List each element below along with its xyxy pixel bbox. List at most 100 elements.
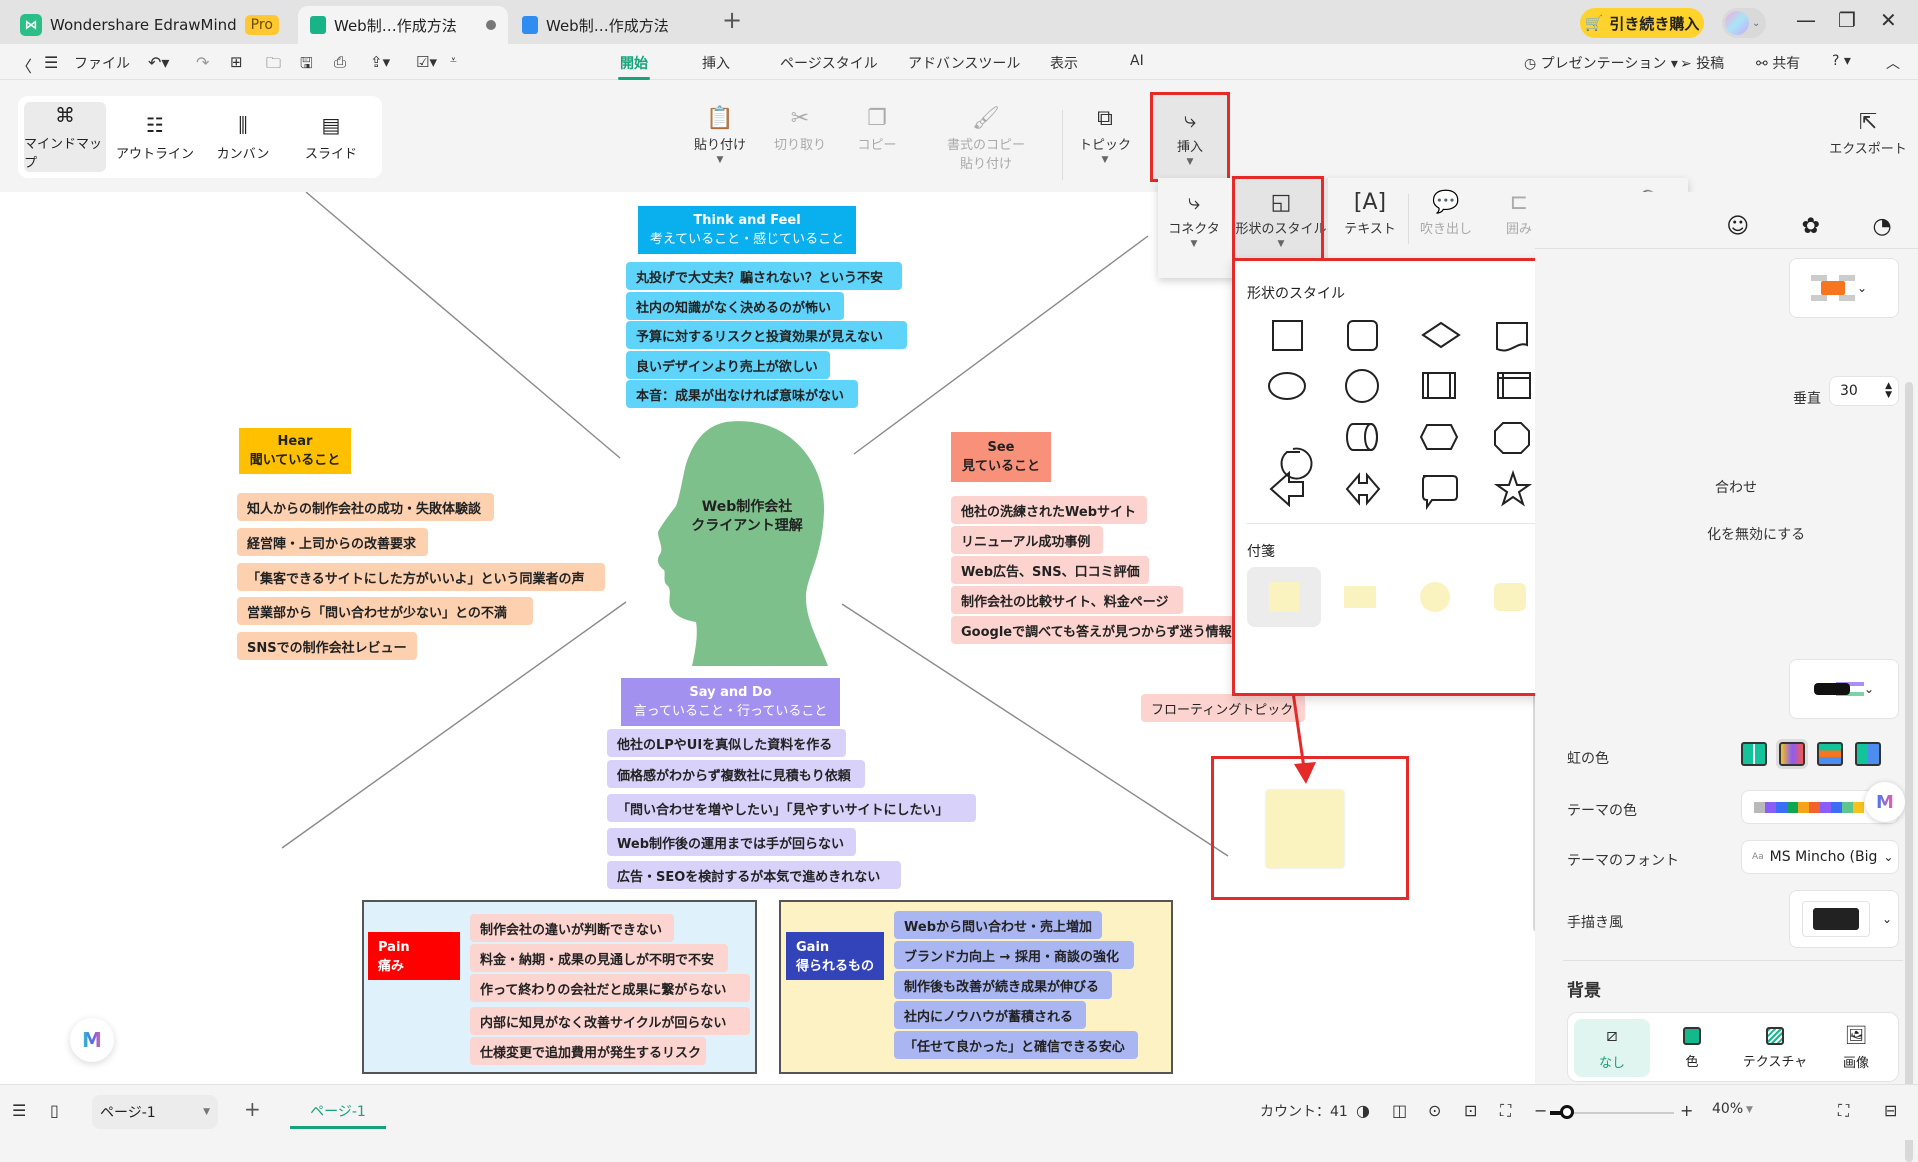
- see-item[interactable]: 他社の洗練されたWebサイト: [951, 496, 1147, 524]
- document-tab[interactable]: Web制…作成方法: [510, 6, 681, 44]
- think-item[interactable]: 予算に対するリスクと投資効果が見えない: [626, 321, 907, 349]
- sticky-circle-option[interactable]: [1398, 567, 1472, 627]
- sticky-wavy-option[interactable]: [1473, 567, 1547, 627]
- sticky-rect-option[interactable]: [1323, 567, 1397, 627]
- pain-item[interactable]: 料金・納期・成果の見通しが不明で不安: [470, 944, 728, 972]
- view-outline[interactable]: ☷アウトライン: [115, 112, 194, 162]
- collapse-ribbon-icon[interactable]: ︿: [1886, 56, 1900, 72]
- paste-button[interactable]: 📋貼り付け▼: [694, 106, 747, 165]
- maximize-button[interactable]: ❐: [1838, 8, 1856, 32]
- think-item[interactable]: 丸投げで大丈夫？騙されない？という不安: [626, 262, 902, 290]
- redo-icon[interactable]: ↷: [196, 53, 210, 72]
- menu-icon[interactable]: ☰: [44, 53, 59, 72]
- ai-assistant-button[interactable]: M: [70, 1018, 114, 1062]
- open-folder-icon[interactable]: 🗀: [266, 54, 282, 72]
- history-icon[interactable]: ◔: [1872, 213, 1892, 239]
- page-panel-icon[interactable]: ▯: [50, 1101, 59, 1120]
- think-item[interactable]: 本音：成果が出なければ意味がない: [626, 380, 858, 408]
- layout-select[interactable]: ⌄: [1789, 258, 1899, 318]
- rainbow-option-2[interactable]: [1776, 739, 1808, 769]
- gain-item[interactable]: 制作後も改善が続き成果が伸びる: [894, 971, 1112, 999]
- see-item[interactable]: Googleで調べても答えが見つからず迷う情報: [951, 616, 1241, 644]
- say-item[interactable]: 価格感がわからず複数社に見積もり依頼: [607, 760, 865, 788]
- export-button[interactable]: ⇱エクスポート: [1829, 110, 1907, 157]
- mouse-icon[interactable]: ◑: [1356, 1101, 1370, 1120]
- focus-mode-icon[interactable]: ⛶: [1838, 1101, 1850, 1120]
- tab-page-style[interactable]: ページスタイル: [780, 56, 878, 72]
- outline-nav-icon[interactable]: ☰: [12, 1101, 27, 1120]
- tab-ai[interactable]: AI: [1130, 53, 1144, 69]
- gain-item[interactable]: 「任せて良かった」と確信できる安心: [894, 1031, 1138, 1059]
- ai-assistant-button[interactable]: M: [1865, 782, 1905, 822]
- help-button[interactable]: ? ▾: [1832, 53, 1851, 69]
- stepper-icon[interactable]: ▲▼: [1885, 381, 1892, 400]
- handdrawn-select[interactable]: ⌄: [1789, 890, 1899, 948]
- vertical-spacing-input[interactable]: 30▲▼: [1829, 376, 1899, 406]
- say-item[interactable]: Web制作後の運用までは手が回らない: [607, 828, 856, 856]
- fit-page-icon[interactable]: ⊡: [1464, 1101, 1478, 1120]
- page-select[interactable]: ページ-1▼: [92, 1095, 218, 1129]
- copy-button[interactable]: ❐コピー: [857, 106, 897, 153]
- minimize-button[interactable]: —: [1796, 8, 1816, 32]
- view-slide[interactable]: ▤スライド: [304, 112, 357, 162]
- new-icon[interactable]: ⊞: [230, 53, 243, 71]
- zoom-level[interactable]: 40%: [1712, 1101, 1744, 1117]
- add-page-button[interactable]: +: [244, 1097, 261, 1121]
- hear-item[interactable]: 知人からの制作会社の成功・失敗体験談: [237, 493, 494, 521]
- hear-item[interactable]: 「集客できるサイトにした方がいいよ」という同業者の声: [237, 563, 605, 591]
- see-item[interactable]: リニューアル成功事例: [951, 526, 1103, 554]
- more-icon[interactable]: ⩡: [450, 53, 457, 67]
- hear-item[interactable]: SNSでの制作会社レビュー: [237, 632, 417, 660]
- callout-button[interactable]: 💬吹き出し: [1419, 190, 1472, 237]
- branch-style-select[interactable]: ⌄: [1789, 659, 1899, 719]
- undo-icon[interactable]: ↶▾: [148, 53, 170, 72]
- share-button[interactable]: ⚯ 共有: [1756, 56, 1801, 72]
- zoom-slider-handle[interactable]: [1560, 1105, 1574, 1119]
- pain-item[interactable]: 作って終わりの会社だと成果に繋がらない: [470, 974, 750, 1002]
- rainbow-option-4[interactable]: [1855, 742, 1881, 766]
- boundary-button[interactable]: ⊏囲み: [1505, 190, 1532, 237]
- tab-advanced-tools[interactable]: アドバンスツール: [908, 56, 1021, 72]
- checkbox-icon[interactable]: ☑▾: [416, 53, 437, 71]
- background-color-option[interactable]: 色: [1654, 1019, 1730, 1077]
- say-item[interactable]: 他社のLPやUIを真似した資料を作る: [607, 729, 846, 757]
- tab-start[interactable]: 開始: [618, 53, 650, 80]
- cut-button[interactable]: ✂切り取り: [773, 106, 826, 153]
- gain-item[interactable]: ブランド力向上 → 採用・商談の強化: [894, 941, 1134, 969]
- print-icon[interactable]: ⎙: [334, 53, 347, 71]
- shape-style-button[interactable]: ◱形状のスタイル▼: [1234, 178, 1328, 260]
- see-item[interactable]: Web広告、SNS、口コミ評価: [951, 556, 1149, 584]
- marker-icon[interactable]: ☺: [1726, 213, 1750, 239]
- panel-scrollbar[interactable]: [1905, 382, 1913, 1162]
- say-item[interactable]: 「問い合わせを増やしたい」「見やすいサイトにしたい」: [607, 794, 976, 822]
- document-tab-active[interactable]: Web制…作成方法: [298, 6, 508, 44]
- save-icon[interactable]: 🖫: [300, 54, 313, 72]
- tab-insert[interactable]: 挿入: [702, 56, 730, 72]
- sticky-note[interactable]: [1266, 790, 1344, 868]
- connector-button[interactable]: ⤷コネクタ▼: [1168, 190, 1220, 249]
- chevron-down-icon[interactable]: ▼: [1746, 1105, 1753, 1115]
- hear-item[interactable]: 経営陣・上司からの改善要求: [237, 528, 428, 556]
- export-share-icon[interactable]: ⇪▾: [370, 53, 391, 71]
- play-icon[interactable]: ⊙: [1428, 1101, 1442, 1120]
- pain-item[interactable]: 内部に知見がなく改善サイクルが回らない: [470, 1007, 750, 1035]
- back-button[interactable]: 〈: [16, 57, 33, 76]
- unsaved-dot-icon[interactable]: [486, 20, 496, 30]
- tab-view[interactable]: 表示: [1050, 56, 1078, 72]
- pain-item[interactable]: 仕様変更で追加費用が発生するリスク: [470, 1037, 706, 1065]
- think-item[interactable]: 良いデザインより売上が欲しい: [626, 351, 830, 379]
- hear-item[interactable]: 営業部から「問い合わせが少ない」との不満: [237, 597, 533, 625]
- file-menu[interactable]: ファイル: [74, 56, 130, 72]
- page-tab[interactable]: ページ-1: [290, 1095, 386, 1129]
- fit-width-icon[interactable]: ⊟: [1884, 1101, 1898, 1120]
- topic-button[interactable]: ⧉トピック▼: [1078, 106, 1131, 165]
- view-mindmap[interactable]: ⌘マインドマップ: [24, 102, 106, 172]
- insert-button[interactable]: ⤷挿入▼: [1152, 92, 1228, 180]
